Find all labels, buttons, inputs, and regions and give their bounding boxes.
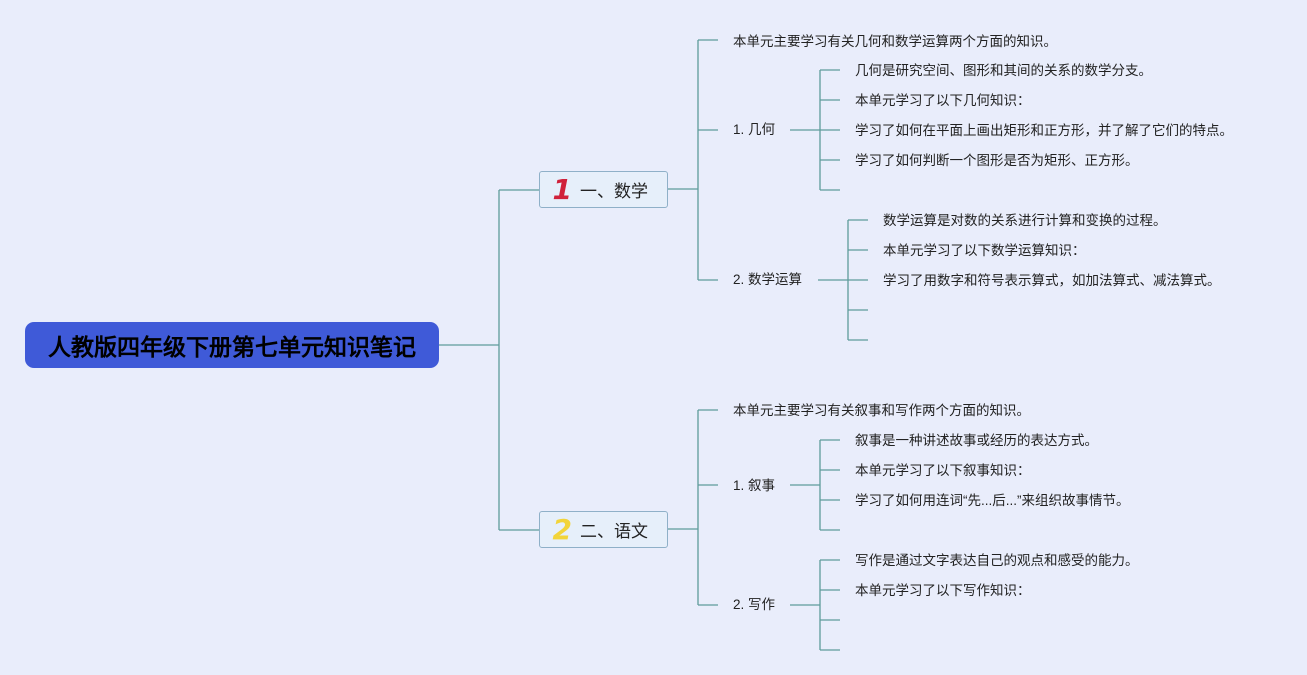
- leaf-node[interactable]: 数学运算是对数的关系进行计算和变换的过程。: [883, 213, 1167, 228]
- leaf-node[interactable]: 学习了如何用连词“先...后...”来组织故事情节。: [855, 493, 1130, 508]
- leaf-node[interactable]: 本单元学习了以下数学运算知识：: [883, 243, 1086, 258]
- number-badge-1: 1: [552, 172, 572, 206]
- leaf-node[interactable]: 本单元学习了以下几何知识：: [855, 93, 1031, 108]
- leaf-node[interactable]: 学习了用数字和符号表示算式，如加法算式、减法算式。: [883, 273, 1221, 288]
- section-label: 二、语文: [580, 522, 648, 541]
- topic-node[interactable]: 2. 写作: [733, 597, 776, 612]
- leaf-node[interactable]: 学习了如何在平面上画出矩形和正方形，并了解了它们的特点。: [855, 123, 1233, 138]
- section-label: 一、数学: [580, 182, 648, 201]
- leaf-node[interactable]: 写作是通过文字表达自己的观点和感受的能力。: [855, 553, 1139, 568]
- section-intro[interactable]: 本单元主要学习有关叙事和写作两个方面的知识。: [733, 403, 1030, 418]
- leaf-node[interactable]: 学习了如何判断一个图形是否为矩形、正方形。: [855, 153, 1139, 168]
- root-title: 人教版四年级下册第七单元知识笔记: [48, 334, 416, 360]
- leaf-node[interactable]: 叙事是一种讲述故事或经历的表达方式。: [855, 433, 1098, 448]
- topic-node[interactable]: 1. 几何: [733, 122, 776, 137]
- topic-node[interactable]: 1. 叙事: [733, 478, 776, 493]
- topic-arithmetic-connector: [818, 219, 868, 341]
- topic-node[interactable]: 2. 数学运算: [733, 272, 803, 287]
- topic-writing-connector: [790, 559, 840, 651]
- number-badge-2: 2: [552, 512, 572, 546]
- leaf-node[interactable]: 几何是研究空间、图形和其间的关系的数学分支。: [855, 63, 1152, 78]
- topic-narrative-connector: [790, 439, 840, 531]
- section-node-math[interactable]: 1 一、数学: [539, 171, 668, 208]
- section-intro[interactable]: 本单元主要学习有关几何和数学运算两个方面的知识。: [733, 34, 1057, 49]
- topic-geometry-connector: [790, 69, 840, 191]
- root-connector: [439, 189, 539, 531]
- leaf-node[interactable]: 本单元学习了以下叙事知识：: [855, 463, 1031, 478]
- section1-connector: [668, 39, 718, 281]
- root-node[interactable]: 人教版四年级下册第七单元知识笔记: [25, 322, 439, 368]
- section-node-chinese[interactable]: 2 二、语文: [539, 511, 668, 548]
- section2-connector: [668, 409, 718, 606]
- leaf-node[interactable]: 本单元学习了以下写作知识：: [855, 583, 1031, 598]
